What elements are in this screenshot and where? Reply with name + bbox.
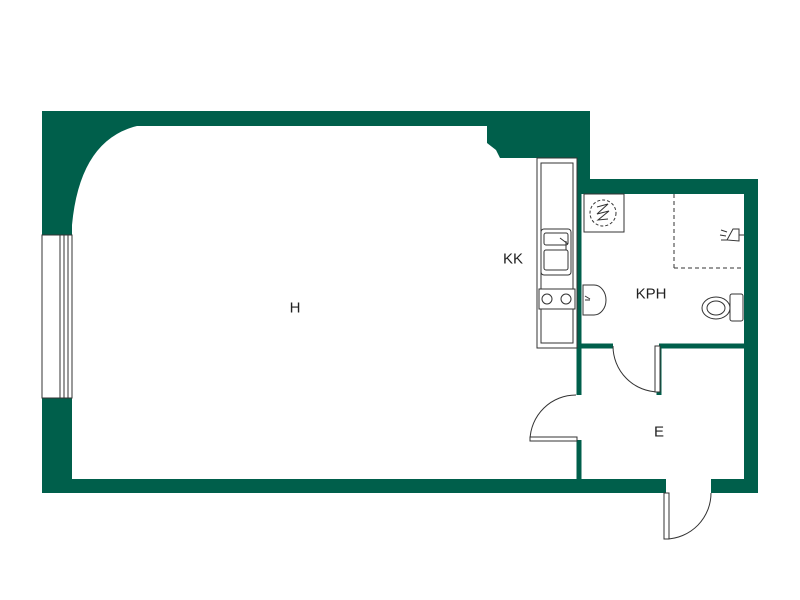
- shower-icon: [719, 228, 744, 242]
- shower-area: [673, 194, 744, 269]
- room-label-kitchenette: KK: [502, 250, 524, 268]
- room-label-entrance: E: [653, 423, 665, 441]
- stove-icon: [538, 288, 576, 310]
- wall-curved-corner: [72, 126, 137, 225]
- wall-left-lower: [42, 398, 72, 493]
- window: [41, 234, 73, 399]
- sink-icon: [540, 228, 572, 276]
- washbasin-icon: [582, 284, 607, 316]
- wall-notch: [487, 126, 590, 158]
- walls: [42, 111, 758, 493]
- entrance-door: [663, 492, 712, 540]
- washing-machine-icon: [583, 193, 625, 233]
- doors: [529, 345, 712, 540]
- wall-top: [42, 111, 590, 126]
- wall-bath-top: [576, 179, 758, 194]
- wall-step: [576, 111, 590, 194]
- wall-bottom-left: [42, 479, 666, 493]
- living-room-door: [529, 394, 578, 442]
- kitchen-counter: [536, 157, 578, 349]
- wall-bottom-right: [711, 479, 758, 493]
- wall-left-upper: [42, 111, 72, 235]
- toilet-icon: [701, 293, 744, 322]
- wall-right: [744, 179, 758, 493]
- bathroom-door: [612, 345, 661, 393]
- room-label-living-room: H: [289, 299, 301, 317]
- room-label-bathroom: KPH: [635, 285, 667, 303]
